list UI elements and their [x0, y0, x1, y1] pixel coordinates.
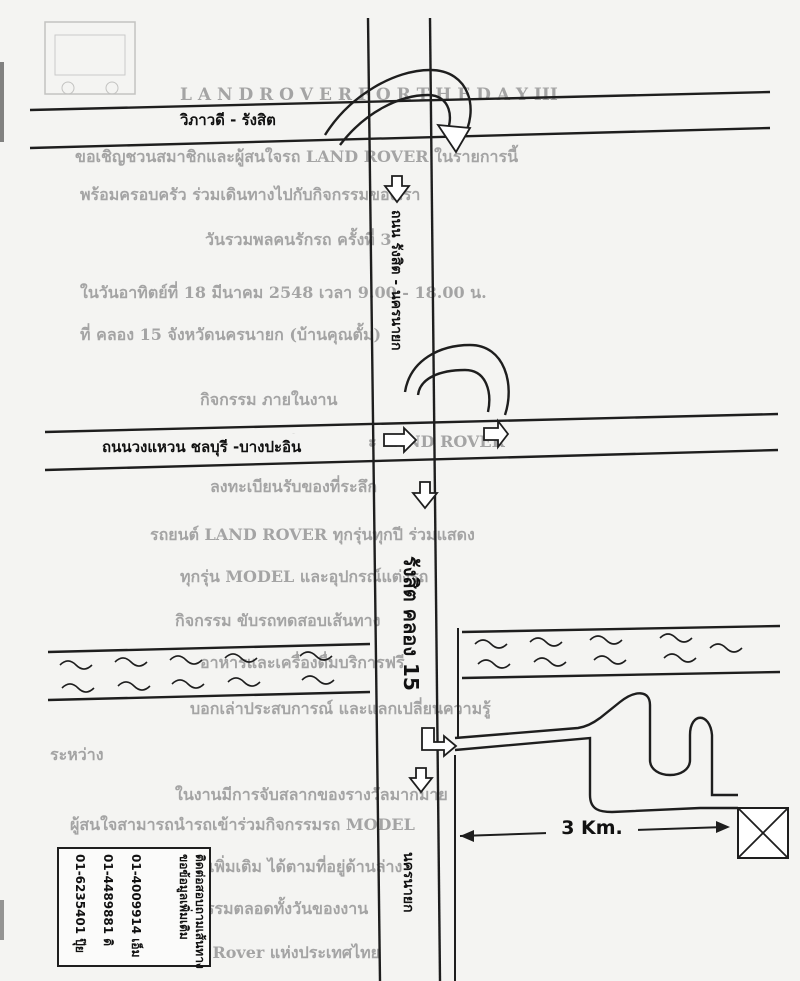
top-highway-label: วิภาวดี - รังสิต [179, 111, 275, 129]
ring-road-label: ถนนวงแหวน ชลบุรี -บางปะอิน [102, 438, 302, 457]
background-line: ที่ คลอง 15 จังหวัดนครนายก (บ้านคุณตั้ม) [80, 322, 381, 345]
vertical-road [366, 17, 459, 981]
contact-line-1: 01-4009914 เอ็ม [129, 854, 144, 958]
distance-marker: 3 Km. [459, 816, 730, 842]
direction-arrow-icons [383, 175, 458, 794]
u-turn-top-arrow-icon [436, 123, 472, 154]
background-lines: ขอเชิญชวนสมาชิกและผู้สนใจรถ LAND ROVER ใ… [50, 144, 518, 964]
contact-title-2: ขอข้อมูลเพิ่มเติม [176, 854, 193, 940]
background-line: พร้อมครอบครัว ร่วมเดินทางไปกับกิจกรรมของ… [80, 185, 420, 204]
bottom-road-label: นครนายก [400, 852, 416, 913]
ring-road [44, 412, 779, 472]
contact-line-2: 01-4489881 ดิ [101, 854, 115, 946]
background-line: ลงทะเบียนรับของที่ระลึก [210, 475, 377, 496]
u-turn-top [323, 68, 472, 146]
background-line: ขอเชิญชวนสมาชิกและผู้สนใจรถ LAND ROVER ใ… [75, 144, 518, 168]
background-line: ผู้สนใจสามารถนำรถเข้าร่วมกิจกรรมรถ MODEL [70, 815, 415, 836]
background-line: อาหารและเครื่องดื่มบริการฟรี [200, 651, 405, 672]
canal [47, 624, 781, 702]
side-road [454, 692, 738, 981]
canal-road-label: รังสิต คลอง 15 [399, 556, 423, 691]
distance-label: 3 Km. [561, 817, 623, 839]
water-wave-icons [59, 633, 743, 693]
background-line: ในวันอาทิตย์ที่ 18 มีนาคม 2548 เวลา 9.00… [80, 281, 487, 302]
background-line: ทุกรุ่น MODEL และอุปกรณ์แต่งรถ [180, 567, 428, 587]
contact-box: ติดต่อสอบถามเส้นทาง ขอข้อมูลเพิ่มเติม 01… [57, 847, 211, 969]
scan-edge-marks [0, 62, 4, 940]
contact-title-1: ติดต่อสอบถามเส้นทาง [193, 854, 207, 969]
background-line: วันรวมพลคนรักรถ ครั้งที่ 3 [205, 227, 392, 249]
background-line: ในงานมีการจับสลากของรางวัลมากมาย [175, 785, 448, 804]
background-line: บอกเล่าประสบการณ์ และแลกเปลี่ยนความรู้ [190, 697, 491, 720]
background-line: กิจกรรม ภายในงาน [200, 390, 338, 409]
destination-marker-icon [737, 807, 789, 859]
u-turn-ring-arrow-icon [483, 418, 510, 450]
background-line: ระหว่าง [50, 745, 104, 764]
contact-line-3: 01-6235401 ปุ๊ย [72, 854, 87, 953]
background-line: รถยนต์ LAND ROVER ทุกรุ่นทุกปี ร่วมแสดง [150, 525, 475, 545]
truck-stamp-icon [44, 21, 136, 95]
background-text: L A N D R O V E R F O R T H E D A Y III … [50, 85, 558, 964]
background-line: กิจกรรม ขับรถทดสอบเส้นทาง [175, 611, 381, 630]
vertical-road-label: ถนน รังสิต - นครนายก [388, 210, 404, 351]
u-turn-ring [403, 343, 510, 416]
